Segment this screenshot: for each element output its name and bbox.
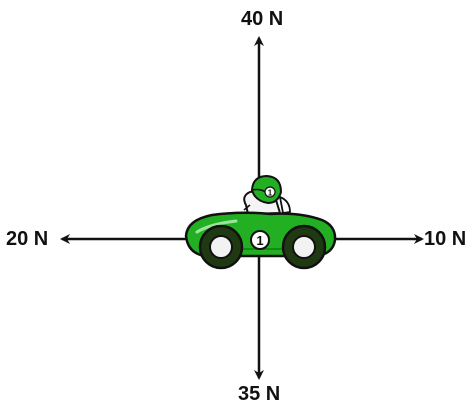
rear-wheel bbox=[198, 224, 244, 270]
driver: 1 bbox=[243, 174, 291, 216]
helmet: 1 bbox=[250, 174, 283, 205]
force-label-down: 35 N bbox=[238, 383, 281, 405]
force-label-up: 40 N bbox=[241, 8, 284, 30]
force-label-right: 10 N bbox=[424, 228, 467, 250]
front-wheel bbox=[281, 224, 327, 270]
svg-text:1: 1 bbox=[268, 189, 273, 198]
car-number: 1 bbox=[256, 233, 263, 248]
force-label-left: 20 N bbox=[6, 228, 49, 250]
race-car: 1 1 bbox=[184, 174, 337, 270]
car-number-badge: 1 bbox=[250, 230, 270, 250]
